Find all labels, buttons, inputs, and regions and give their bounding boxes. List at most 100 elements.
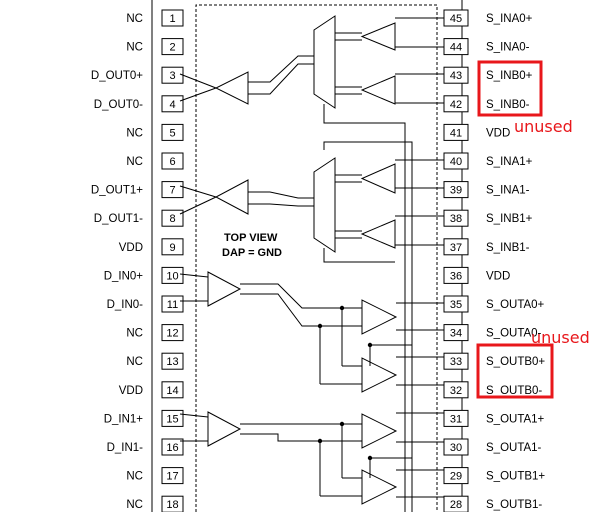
left-pin-number: 1 bbox=[169, 13, 175, 25]
left-pin-number: 15 bbox=[166, 413, 178, 425]
left-pin-box bbox=[161, 352, 184, 370]
right-pin-name: VDD bbox=[486, 270, 510, 282]
right-pin-name: S_INA1- bbox=[486, 185, 530, 197]
right-pin-number: 36 bbox=[450, 270, 462, 282]
input-buffer-ina0 bbox=[360, 22, 396, 51]
left-pin-name: D_OUT0+ bbox=[91, 70, 143, 82]
left-pin-name: D_IN0- bbox=[107, 299, 144, 311]
dap-gnd-label: DAP = GND bbox=[222, 247, 282, 259]
input-buffer-ina1 bbox=[360, 163, 396, 194]
left-pin-box bbox=[161, 295, 184, 313]
left-pin-name: D_OUT1+ bbox=[91, 185, 143, 197]
left-pin-number: 11 bbox=[167, 299, 178, 311]
left-pin-name: NC bbox=[126, 328, 143, 340]
input-buffer-inb1 bbox=[360, 219, 396, 249]
right-pin: 41 VDD bbox=[443, 123, 510, 141]
right-pin-number: 40 bbox=[450, 156, 462, 168]
left-pin-name: VDD bbox=[119, 242, 143, 254]
left-pin: D_OUT0-4 bbox=[94, 95, 184, 113]
left-pin-number: 13 bbox=[166, 356, 178, 368]
right-pin-number: 30 bbox=[450, 442, 462, 454]
output-buffer-outa1 bbox=[361, 413, 398, 449]
right-pin: 31 S_OUTA1+ bbox=[443, 409, 545, 427]
left-pin: D_OUT1-8 bbox=[94, 209, 184, 227]
left-pin-name: D_OUT1- bbox=[94, 213, 143, 225]
left-pin-name: NC bbox=[126, 471, 143, 483]
right-pin-box bbox=[443, 95, 469, 113]
right-pin-box bbox=[443, 209, 469, 227]
right-pin-name: S_INB0- bbox=[486, 99, 530, 111]
left-pin-number: 10 bbox=[166, 270, 178, 282]
right-pin-name: S_INB1+ bbox=[486, 213, 533, 225]
left-pin-box bbox=[161, 209, 184, 227]
left-pin-box bbox=[161, 381, 184, 399]
left-pin-name: NC bbox=[126, 42, 143, 54]
input-buffer-in0 bbox=[207, 271, 242, 307]
left-pin-box bbox=[161, 152, 184, 170]
right-pin-number: 28 bbox=[450, 499, 462, 511]
left-pin: D_OUT1+7 bbox=[91, 181, 184, 199]
output-channel-0 bbox=[179, 15, 444, 512]
left-pin-number: 5 bbox=[169, 127, 175, 139]
left-pin-name: NC bbox=[126, 356, 143, 368]
left-pin-number: 18 bbox=[166, 499, 178, 511]
right-pin-name: S_INB0+ bbox=[486, 70, 533, 82]
left-pin-name: D_IN0+ bbox=[104, 270, 144, 282]
left-pin-name: NC bbox=[126, 499, 143, 511]
left-pin-number: 3 bbox=[169, 70, 175, 82]
left-pin-box bbox=[161, 409, 184, 427]
left-pin-number: 4 bbox=[169, 99, 175, 111]
left-pin: D_IN0- 11 bbox=[107, 295, 184, 313]
output-buffer-outb1 bbox=[361, 469, 398, 505]
right-pin-number: 32 bbox=[450, 385, 462, 397]
right-pin-number: 29 bbox=[450, 471, 462, 483]
right-pin-name: S_OUTA1+ bbox=[486, 413, 545, 425]
right-pin-box bbox=[443, 295, 469, 313]
left-pin-name: VDD bbox=[119, 385, 143, 397]
right-pin-box bbox=[443, 238, 469, 256]
right-pin-box bbox=[443, 266, 469, 284]
right-pin-name: S_OUTB1- bbox=[486, 499, 542, 511]
output-buffer-outb0 bbox=[361, 357, 398, 393]
die-pad-outline bbox=[195, 4, 438, 512]
unused-outputs-highlight bbox=[476, 343, 554, 399]
left-pin-number: 12 bbox=[166, 328, 178, 340]
left-pin-name: D_IN1- bbox=[107, 442, 144, 454]
right-pin: 29 S_OUTB1+ bbox=[443, 467, 545, 485]
right-pin-number: 41 bbox=[450, 127, 462, 139]
left-pin-number: 16 bbox=[166, 442, 178, 454]
right-pin-number: 31 bbox=[450, 413, 462, 425]
left-pin-box bbox=[161, 324, 184, 342]
left-pin-box bbox=[161, 266, 184, 284]
left-pin-number: 6 bbox=[169, 156, 175, 168]
right-pin-box bbox=[443, 467, 469, 485]
left-pin: NC 18 bbox=[126, 495, 184, 512]
right-pin-box bbox=[443, 381, 469, 399]
right-pin-number: 37 bbox=[450, 242, 462, 254]
left-pin-box bbox=[161, 181, 184, 199]
right-pin-name: S_INA0- bbox=[486, 42, 530, 54]
left-pin-box bbox=[161, 495, 184, 512]
right-pin-box bbox=[443, 438, 469, 456]
right-pin-name: S_OUTB1+ bbox=[486, 471, 545, 483]
left-pin-number: 17 bbox=[166, 471, 178, 483]
right-pin-name: S_OUTA0+ bbox=[486, 299, 545, 311]
right-pin-name: VDD bbox=[486, 127, 510, 139]
